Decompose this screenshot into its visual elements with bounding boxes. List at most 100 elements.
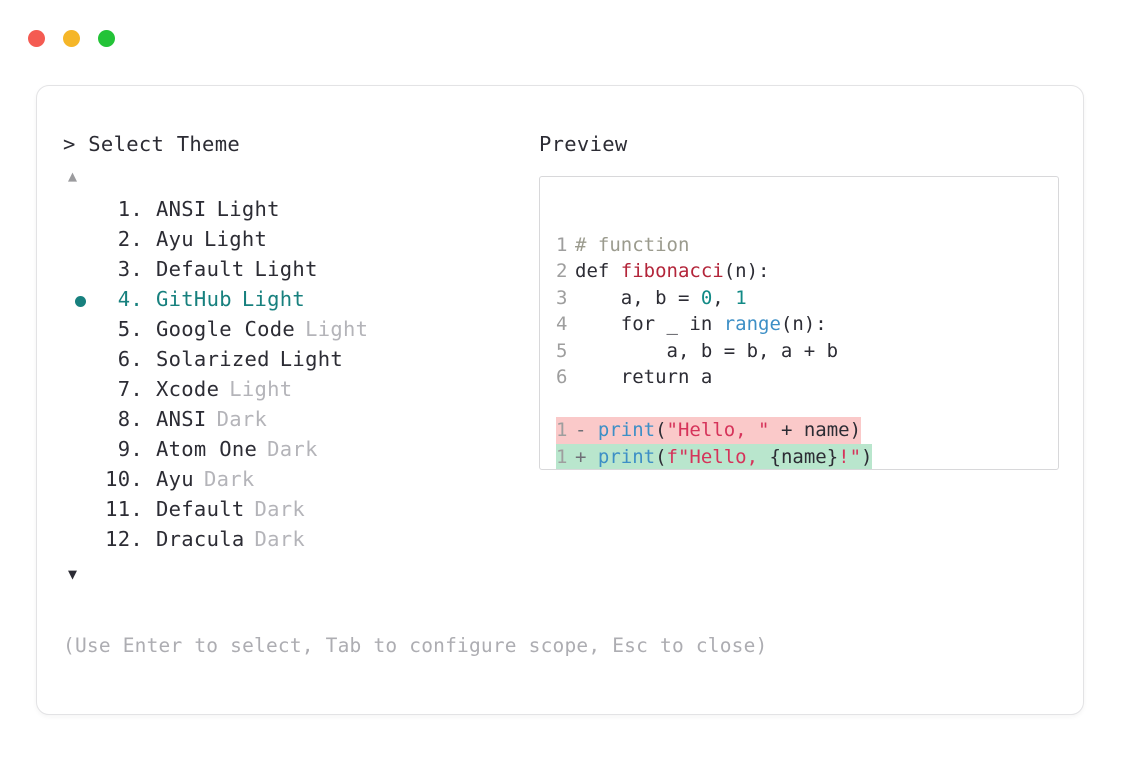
theme-item-name: Dracula [156, 526, 245, 551]
line-number: 1 [556, 233, 568, 256]
theme-list-item[interactable]: 9. Atom One Dark [63, 437, 533, 467]
code-token: print [597, 419, 656, 442]
theme-item-name: Google Code [156, 316, 296, 341]
theme-item-index: 4. [117, 286, 143, 311]
theme-item-variant: Light [229, 376, 293, 401]
code-line: 5 a, b = b, a + b [556, 338, 838, 365]
code-token: f"Hello, [666, 445, 770, 468]
code-token: a, b = [575, 286, 701, 309]
code-token: ( [655, 419, 667, 442]
theme-item-variant: Light [241, 286, 306, 311]
theme-item-name: Ayu [156, 226, 194, 251]
selection-indicator [63, 287, 97, 317]
theme-list-item[interactable]: 7. Xcode Light [63, 377, 533, 407]
code-token: + name) [769, 419, 862, 442]
code-token: return a [575, 366, 713, 389]
code-diff-line: 1+ print(f"Hello, {name}!") [556, 443, 873, 469]
code-token: !" [838, 445, 862, 468]
selection-indicator [63, 257, 97, 287]
code-token: a, b = b, a + b [575, 339, 839, 362]
theme-item-index: 10. [105, 466, 143, 491]
code-token: ) [861, 445, 873, 468]
keyboard-hint: (Use Enter to select, Tab to configure s… [63, 634, 768, 657]
theme-item-variant: Dark [203, 466, 255, 491]
theme-item-name: Ayu [156, 466, 194, 491]
theme-item-name: GitHub [156, 286, 232, 311]
theme-list-item[interactable]: 4. GitHub Light [63, 287, 533, 317]
code-token: 1 [735, 286, 747, 309]
line-number: 6 [556, 366, 568, 389]
line-number: 5 [556, 339, 568, 362]
code-token: (n): [780, 313, 827, 336]
preview-label: Preview [539, 132, 628, 156]
theme-item-name: Atom One [156, 436, 258, 461]
theme-item-index: 7. [117, 376, 143, 401]
line-number: 4 [556, 313, 568, 336]
selection-indicator [63, 347, 97, 377]
theme-item-name: ANSI [156, 196, 207, 221]
close-button[interactable] [28, 30, 45, 47]
theme-item-name: ANSI [156, 406, 207, 431]
code-token: "Hello, " [666, 419, 770, 442]
selection-indicator [63, 227, 97, 257]
selection-indicator [63, 377, 97, 407]
theme-item-index: 1. [117, 196, 143, 221]
code-token: (n): [723, 260, 770, 283]
code-token: {name} [769, 445, 839, 468]
theme-item-variant: Light [305, 316, 369, 341]
maximize-button[interactable] [98, 30, 115, 47]
page-title: > Select Theme [63, 132, 240, 156]
selection-indicator [63, 317, 97, 347]
theme-item-name: Default [156, 256, 245, 281]
theme-list-item[interactable]: 10. Ayu Dark [63, 467, 533, 497]
code-line: 6 return a [556, 364, 712, 391]
theme-item-variant: Light [203, 226, 268, 251]
theme-item-index: 9. [117, 436, 143, 461]
code-token: def [575, 260, 621, 283]
theme-item-index: 3. [117, 256, 143, 281]
code-diff-line: 1- print("Hello, " + name) [556, 417, 862, 444]
theme-list-item[interactable]: 5. Google Code Light [63, 317, 533, 347]
selection-indicator [63, 437, 97, 467]
theme-item-name: Solarized [156, 346, 270, 371]
theme-item-variant: Dark [254, 496, 306, 521]
code-token: range [723, 313, 781, 336]
selection-indicator [63, 497, 97, 527]
code-line: 4 for _ in range(n): [556, 311, 827, 338]
theme-item-index: 8. [117, 406, 143, 431]
theme-item-index: 6. [117, 346, 143, 371]
theme-item-variant: Dark [216, 406, 268, 431]
theme-item-index: 2. [117, 226, 143, 251]
selection-indicator [63, 197, 97, 227]
theme-item-variant: Dark [267, 436, 318, 461]
scroll-down-icon[interactable]: ▼ [68, 564, 78, 583]
code-token: , [712, 286, 736, 309]
scroll-up-icon[interactable]: ▲ [68, 166, 78, 185]
code-line: 3 a, b = 0, 1 [556, 285, 747, 312]
diff-sign: + [575, 445, 598, 468]
theme-item-name: Xcode [156, 376, 220, 401]
code-line: 1 # function [556, 232, 689, 259]
theme-item-variant: Dark [254, 526, 306, 551]
window-traffic-lights [28, 30, 115, 47]
theme-item-name: Default [156, 496, 245, 521]
selection-indicator [63, 467, 97, 497]
line-number: 1 [556, 445, 568, 468]
minimize-button[interactable] [63, 30, 80, 47]
code-token: 0 [700, 286, 713, 309]
line-number: 3 [556, 286, 568, 309]
theme-list-item[interactable]: 8. ANSI Dark [63, 407, 533, 437]
code-token: # function [575, 233, 690, 256]
theme-item-index: 5. [117, 316, 143, 341]
selected-bullet-icon [74, 296, 86, 308]
theme-list-item[interactable]: 2. Ayu Light [63, 227, 533, 257]
